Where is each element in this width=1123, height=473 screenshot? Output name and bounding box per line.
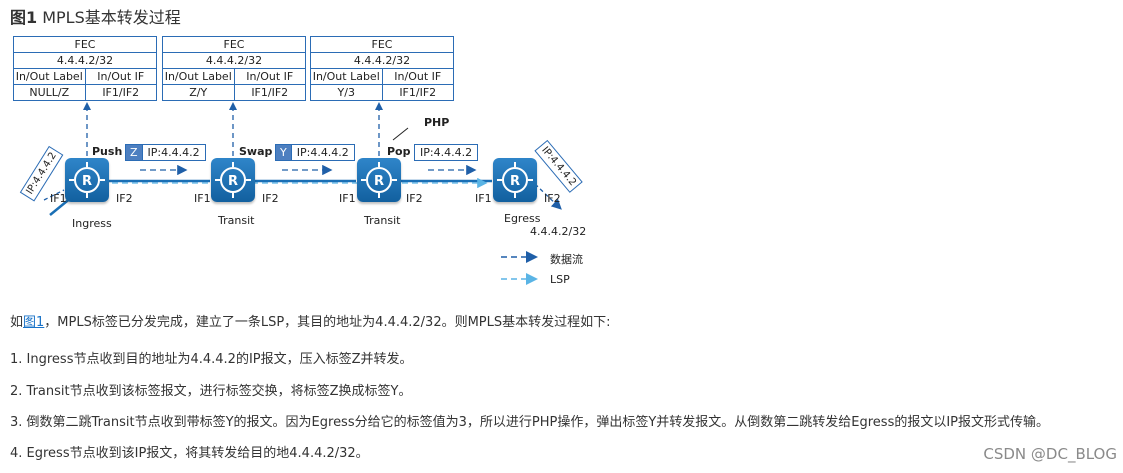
packet-push: Z IP:4.4.4.2 (125, 144, 206, 161)
transit2-if1: IF1 (339, 192, 356, 205)
col-if: In/Out IF (233, 69, 306, 84)
transit2-name: Transit (364, 214, 401, 227)
if-value: IF1/IF2 (381, 85, 454, 100)
fec-header: FEC (74, 38, 96, 51)
transit1-name: Transit (218, 214, 255, 227)
egress-if2: IF2 (544, 192, 561, 205)
figure-title: 图1 MPLS基本转发过程 (10, 8, 181, 27)
label-value: Z/Y (189, 86, 208, 99)
ingress-if1: IF1 (50, 192, 67, 205)
col-if: In/Out IF (84, 69, 157, 84)
svg-text:R: R (82, 174, 92, 189)
svg-text:R: R (510, 174, 520, 189)
transit1-if1: IF1 (194, 192, 211, 205)
label-value: NULL/Z (29, 86, 70, 99)
label-y: Y (276, 145, 292, 160)
intro-paragraph: 如图1，MPLS标签已分发完成，建立了一条LSP，其目的地址为4.4.4.2/3… (10, 315, 611, 330)
packet-ip: IP:4.4.4.2 (147, 146, 200, 159)
col-if: In/Out IF (381, 69, 454, 84)
egress-if1: IF1 (475, 192, 492, 205)
egress-name: Egress (504, 212, 541, 225)
ingress-name: Ingress (72, 217, 112, 230)
transit2-if2: IF2 (406, 192, 423, 205)
label-z: Z (126, 145, 143, 160)
step-3: 3. 倒数第二跳Transit节点收到带标签Y的报文。因为Egress分给它的标… (10, 415, 1050, 430)
router-transit1-icon: R (211, 158, 255, 202)
fec-value: 4.4.4.2/32 (205, 54, 263, 67)
legend-dataflow-label: 数据流 (550, 253, 583, 266)
router-ingress-icon: R (65, 158, 109, 202)
step-2: 2. Transit节点收到该标签报文，进行标签交换，将标签Z换成标签Y。 (10, 384, 412, 399)
step-1: 1. Ingress节点收到目的地址为4.4.4.2的IP报文，压入标签Z并转发… (10, 352, 413, 367)
if-value: IF1/IF2 (84, 85, 157, 100)
swap-label: Swap (239, 145, 273, 158)
transit1-if2: IF2 (262, 192, 279, 205)
router-egress-icon: R (493, 158, 537, 202)
ingress-if2: IF2 (116, 192, 133, 205)
figure-link[interactable]: 图1 (23, 315, 45, 330)
watermark: CSDN @DC_BLOG (983, 445, 1117, 463)
push-label: Push (92, 145, 123, 158)
fec-value: 4.4.4.2/32 (56, 54, 114, 67)
egress-address: 4.4.4.2/32 (530, 225, 587, 238)
packet-swap: Y IP:4.4.4.2 (275, 144, 355, 161)
col-label: In/Out Label (312, 70, 380, 83)
svg-text:R: R (228, 174, 238, 189)
packet-ip: IP:4.4.4.2 (420, 146, 473, 159)
svg-text:R: R (374, 174, 384, 189)
fec-value: 4.4.4.2/32 (353, 54, 411, 67)
pop-label: Pop (387, 145, 411, 158)
packet-pop: IP:4.4.4.2 (414, 144, 479, 161)
packet-ip: IP:4.4.4.2 (296, 146, 349, 159)
label-value: Y/3 (337, 86, 355, 99)
if-value: IF1/IF2 (233, 85, 306, 100)
fec-header: FEC (223, 38, 245, 51)
router-transit2-icon: R (357, 158, 401, 202)
php-label: PHP (424, 116, 450, 129)
col-label: In/Out Label (164, 70, 232, 83)
step-4: 4. Egress节点收到该IP报文，将其转发给目的地4.4.4.2/32。 (10, 446, 369, 461)
legend-lsp-label: LSP (550, 273, 570, 286)
fec-header: FEC (371, 38, 393, 51)
col-label: In/Out Label (15, 70, 83, 83)
